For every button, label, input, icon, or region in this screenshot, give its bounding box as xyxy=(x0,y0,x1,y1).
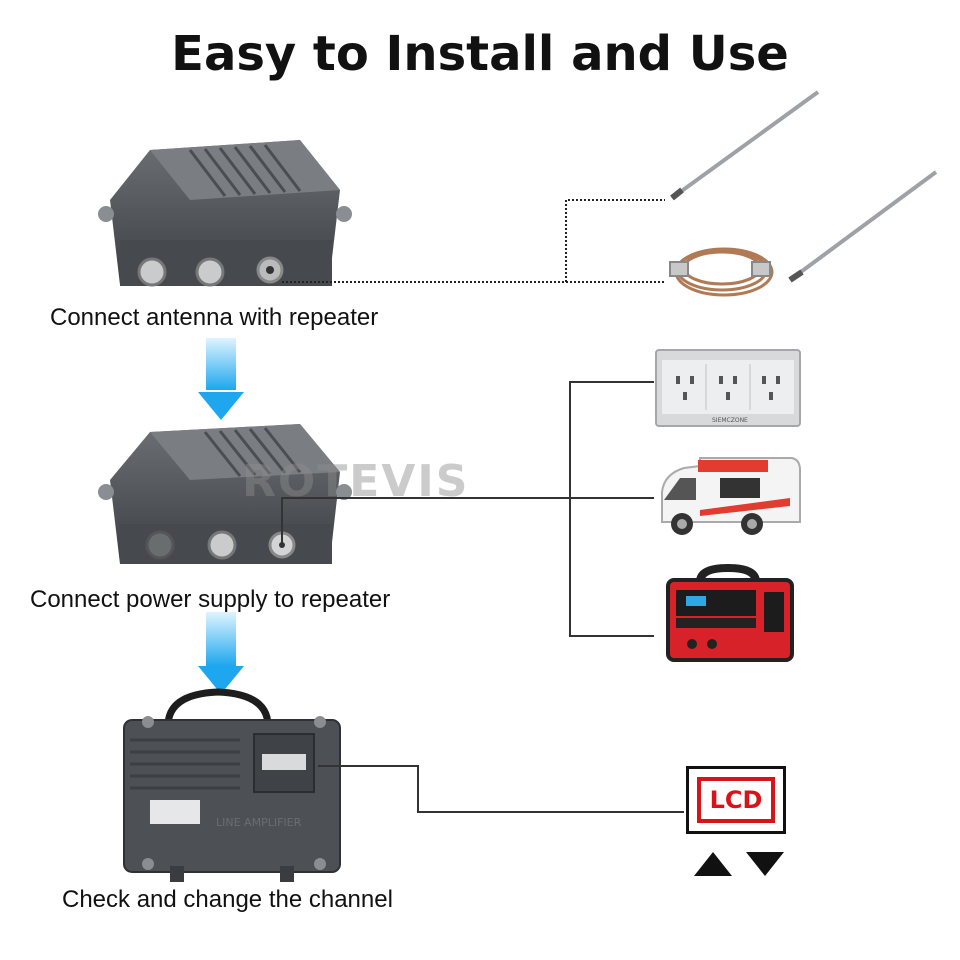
page-title: Easy to Install and Use xyxy=(171,26,789,82)
down-arrow-icon xyxy=(746,852,784,876)
wall-socket-icon xyxy=(655,349,801,427)
antenna-icon xyxy=(670,90,820,201)
power-station-icon xyxy=(666,563,794,662)
down-arrow-icon xyxy=(198,338,244,420)
down-arrow-icon xyxy=(198,612,244,694)
rv-camper-icon xyxy=(661,457,801,535)
lcd-frame: LCD xyxy=(697,777,775,823)
repeater-bottom xyxy=(123,688,341,882)
socket-brand-label: SIEMCZONE xyxy=(712,417,748,424)
lcd-display-icon: LCD xyxy=(686,766,786,834)
lcd-label: LCD xyxy=(709,786,763,814)
antenna-connection-line xyxy=(282,199,665,283)
antenna-icon xyxy=(788,170,938,283)
step-caption-channel: Check and change the channel xyxy=(62,886,393,913)
lcd-connection-line xyxy=(318,765,684,813)
amplifier-label: LINE AMPLIFIER xyxy=(216,816,302,829)
step-caption-power: Connect power supply to repeater xyxy=(30,586,391,613)
brand-watermark: ROTEVIS xyxy=(242,456,470,507)
coax-cable-icon xyxy=(669,247,774,297)
step-caption-antenna: Connect antenna with repeater xyxy=(50,304,379,331)
repeater-top xyxy=(98,140,352,287)
power-connection-line xyxy=(281,381,654,637)
up-arrow-icon xyxy=(694,852,732,876)
